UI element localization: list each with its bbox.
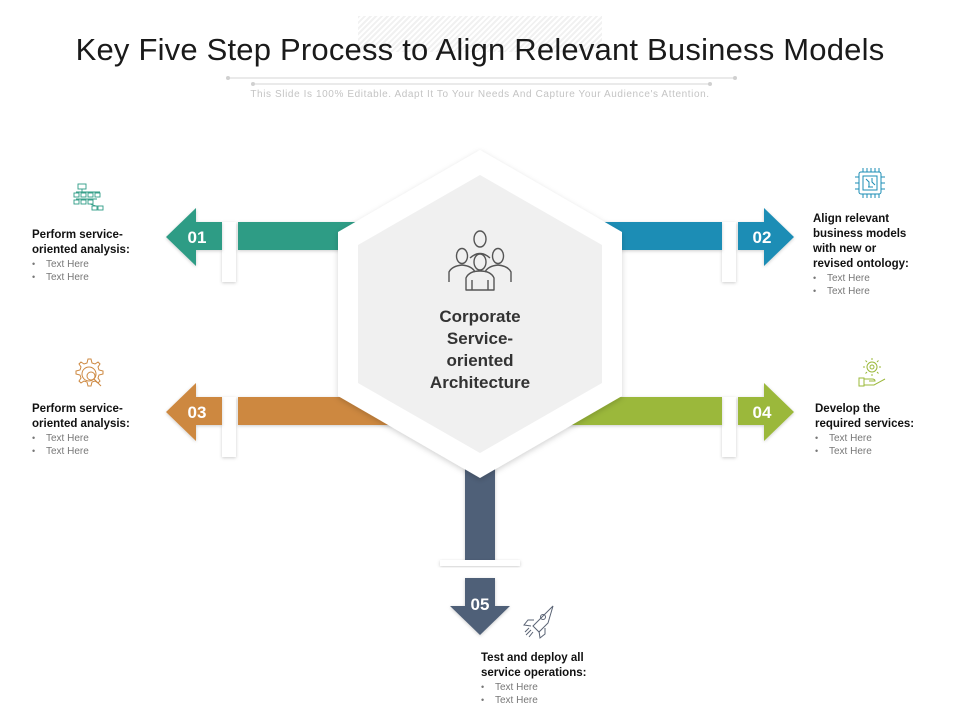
step-03-text: Perform service- oriented analysis: Text… bbox=[32, 402, 130, 458]
heading-line: business models bbox=[813, 228, 907, 240]
step-04-bullets: Text Here Text Here bbox=[815, 432, 914, 458]
step-05-gap bbox=[440, 560, 520, 566]
step-05-bullets: Text Here Text Here bbox=[481, 681, 586, 707]
rocket-icon bbox=[523, 605, 554, 639]
hierarchy-chart-icon bbox=[73, 183, 104, 211]
gear-search-icon bbox=[75, 358, 104, 387]
center-label-line: Corporate bbox=[439, 307, 521, 326]
heading-line: revised ontology: bbox=[813, 258, 909, 270]
step-05-text: Test and deploy all service operations: … bbox=[481, 651, 586, 707]
step-02-bullets: Text Here Text Here bbox=[813, 272, 909, 298]
step-04-head bbox=[738, 383, 794, 441]
page-title: Key Five Step Process to Align Relevant … bbox=[75, 32, 885, 67]
step-04-heading: Develop the required services: bbox=[815, 402, 914, 432]
step-03-head bbox=[166, 383, 222, 441]
step-03-number: 03 bbox=[188, 403, 207, 422]
bullet-item: Text Here bbox=[481, 694, 586, 707]
heading-line: Perform service- bbox=[32, 229, 123, 241]
step-01-head bbox=[166, 208, 222, 266]
step-05-head bbox=[450, 578, 510, 635]
step-05-heading: Test and deploy all service operations: bbox=[481, 651, 586, 681]
bullet-item: Text Here bbox=[32, 445, 130, 458]
step-03-heading: Perform service- oriented analysis: bbox=[32, 402, 130, 432]
heading-line: Develop the bbox=[815, 403, 881, 415]
step-01-number: 01 bbox=[188, 228, 207, 247]
center-label-line: Service- bbox=[446, 329, 514, 348]
center-label-line: Architecture bbox=[429, 373, 531, 392]
heading-line: with new or bbox=[813, 243, 877, 255]
step-04-text: Develop the required services: Text Here… bbox=[815, 402, 914, 458]
circuit-chip-icon bbox=[855, 168, 885, 198]
step-05-number: 05 bbox=[471, 595, 490, 614]
step-04-number: 04 bbox=[753, 403, 772, 422]
bullet-item: Text Here bbox=[32, 432, 130, 445]
heading-line: oriented analysis: bbox=[32, 244, 130, 256]
step-03-bullets: Text Here Text Here bbox=[32, 432, 130, 458]
people-group-icon bbox=[448, 230, 512, 291]
heading-line: Test and deploy all bbox=[481, 652, 584, 664]
hand-gear-icon bbox=[858, 358, 886, 387]
heading-line: service operations: bbox=[481, 667, 587, 679]
title-divider bbox=[226, 76, 737, 86]
step-05-arrow: 05 bbox=[440, 465, 520, 635]
center-hexagon bbox=[338, 150, 622, 478]
step-01-text: Perform service- oriented analysis: Text… bbox=[32, 228, 130, 284]
bullet-item: Text Here bbox=[815, 445, 914, 458]
title-decoration bbox=[358, 16, 602, 52]
bullet-item: Text Here bbox=[813, 272, 909, 285]
heading-line: Perform service- bbox=[32, 403, 123, 415]
step-01-heading: Perform service- oriented analysis: bbox=[32, 228, 130, 258]
step-02-text: Align relevant business models with new … bbox=[813, 212, 909, 298]
bullet-item: Text Here bbox=[481, 681, 586, 694]
bullet-item: Text Here bbox=[815, 432, 914, 445]
step-02-head bbox=[738, 208, 794, 266]
step-02-number: 02 bbox=[753, 228, 772, 247]
heading-line: Align relevant bbox=[813, 213, 890, 225]
page-subtitle: This Slide Is 100% Editable. Adapt It To… bbox=[250, 89, 710, 100]
bullet-item: Text Here bbox=[813, 285, 909, 298]
hexagon-inner bbox=[358, 175, 602, 453]
arrow-gap-shadows bbox=[222, 222, 736, 457]
center-label: Corporate Service- oriented Architecture bbox=[400, 306, 560, 394]
step-01-bullets: Text Here Text Here bbox=[32, 258, 130, 284]
step-05-bar bbox=[465, 465, 495, 561]
step-02-heading: Align relevant business models with new … bbox=[813, 212, 909, 272]
heading-line: oriented analysis: bbox=[32, 418, 130, 430]
bullet-item: Text Here bbox=[32, 258, 130, 271]
center-label-line: oriented bbox=[446, 351, 514, 370]
heading-line: required services: bbox=[815, 418, 915, 430]
bullet-item: Text Here bbox=[32, 271, 130, 284]
